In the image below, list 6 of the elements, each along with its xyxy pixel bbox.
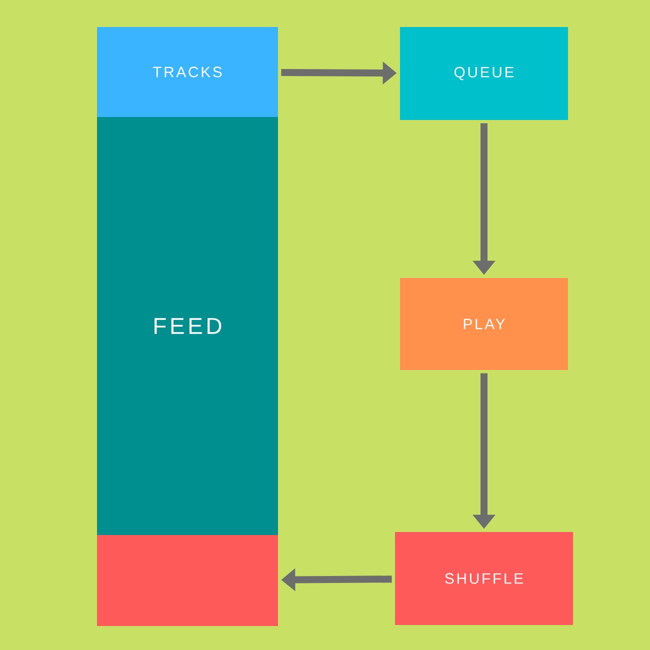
process-box: FEED bbox=[97, 117, 278, 535]
process-box: QUEUE bbox=[400, 27, 568, 120]
empty-box bbox=[97, 535, 278, 626]
process-box: SHUFFLE bbox=[395, 532, 573, 625]
process-box: TRACKS bbox=[97, 27, 278, 117]
process-box: PLAY bbox=[400, 278, 568, 370]
